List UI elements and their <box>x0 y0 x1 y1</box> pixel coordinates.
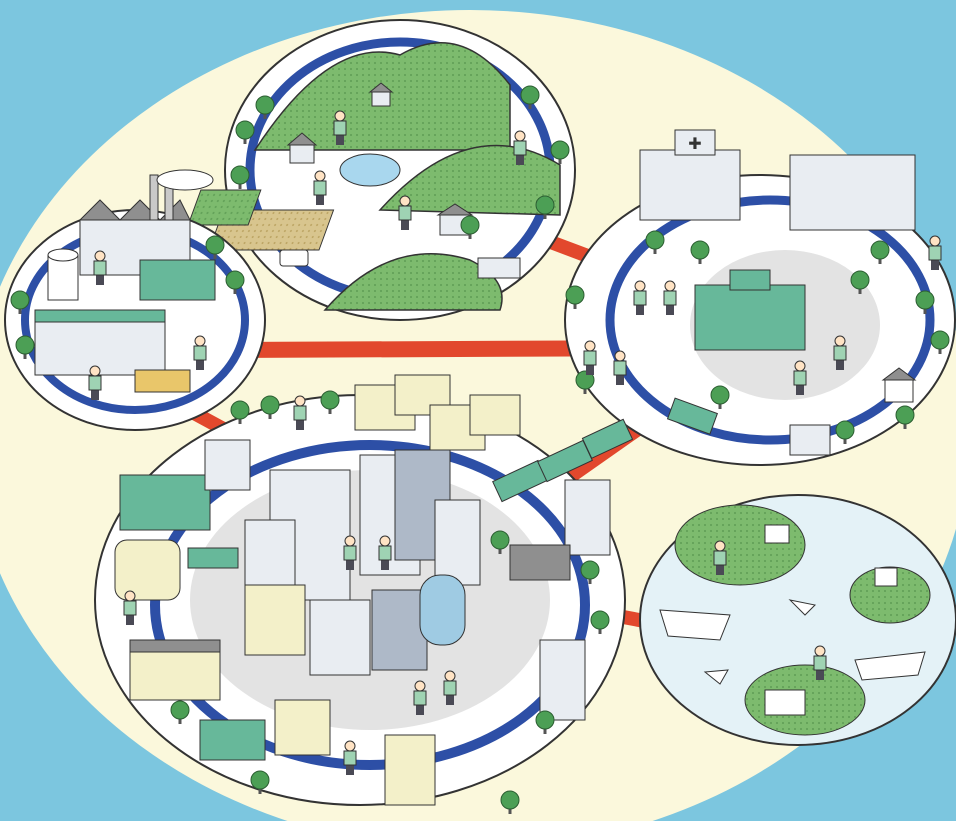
small-boat-2 <box>703 669 729 685</box>
school <box>694 269 806 351</box>
farm-house <box>286 132 318 164</box>
small-boat <box>788 599 817 616</box>
island-house-right <box>874 567 898 587</box>
people <box>88 110 942 775</box>
hospital: ✚ <box>639 129 741 221</box>
rural-car <box>279 249 309 267</box>
zone-rural-hills <box>187 19 576 321</box>
tree <box>225 270 245 294</box>
house-right <box>881 367 917 403</box>
person-figure <box>88 365 102 400</box>
residential-bus <box>666 397 719 435</box>
tree <box>850 270 870 294</box>
station-roof <box>509 544 571 581</box>
tree <box>870 240 890 264</box>
city-tram <box>187 547 239 569</box>
commuter-train <box>492 418 634 503</box>
person-figure <box>413 680 427 715</box>
tree <box>230 165 250 189</box>
tree <box>550 140 570 164</box>
person-figure <box>313 170 327 205</box>
tree <box>320 390 340 414</box>
hill-house <box>368 82 394 107</box>
tree <box>170 700 190 724</box>
island-house-top <box>764 524 790 544</box>
tree <box>235 120 255 144</box>
person-figure <box>123 590 137 625</box>
tree <box>255 95 275 119</box>
tree <box>915 290 935 314</box>
island-right <box>849 566 931 624</box>
person-figure <box>928 235 942 270</box>
tree <box>835 420 855 444</box>
warehouse-teal <box>139 259 216 301</box>
tree <box>535 195 555 219</box>
person-figure <box>583 340 597 375</box>
person-figure <box>613 350 627 385</box>
tree <box>15 335 35 359</box>
person-figure <box>193 335 207 370</box>
person-figure <box>793 360 807 395</box>
hill-right <box>378 144 561 216</box>
tree <box>500 790 520 814</box>
tree <box>895 405 915 429</box>
hill-bottom <box>323 253 503 311</box>
tree <box>535 710 555 734</box>
person-figure <box>713 540 727 575</box>
person-figure <box>513 130 527 165</box>
towers-right <box>274 479 611 806</box>
person-figure <box>378 535 392 570</box>
zone-city-center <box>94 374 634 806</box>
tree <box>205 235 225 259</box>
tree <box>460 215 480 239</box>
ferry-left <box>659 609 731 641</box>
tree <box>930 330 950 354</box>
tree <box>10 290 30 314</box>
apartments-north <box>354 374 521 451</box>
farm-field-green <box>187 189 262 226</box>
tree <box>260 395 280 419</box>
smoke-cloud <box>156 169 214 191</box>
tree <box>520 85 540 109</box>
ferry-right <box>854 651 926 681</box>
pond <box>339 153 401 187</box>
tree <box>590 610 610 634</box>
house-bottom <box>789 424 831 456</box>
island-top <box>674 504 806 586</box>
tree <box>645 230 665 254</box>
silo-tank <box>47 248 79 301</box>
svg-text:✚: ✚ <box>688 134 701 153</box>
island-house-bottom <box>764 689 806 716</box>
tree <box>230 400 250 424</box>
person-figure <box>813 645 827 680</box>
tree <box>575 370 595 394</box>
zone-residential-north: ✚ <box>564 129 956 466</box>
zone-islands <box>639 494 956 746</box>
tree <box>490 530 510 554</box>
person-figure <box>93 250 107 285</box>
tree <box>565 285 585 309</box>
person-figure <box>633 280 647 315</box>
tree <box>710 385 730 409</box>
mid-rise-left <box>114 439 251 601</box>
tree <box>250 770 270 794</box>
shopping-street <box>129 639 266 761</box>
person-figure <box>663 280 677 315</box>
person-figure <box>833 335 847 370</box>
person-figure <box>343 535 357 570</box>
person-figure <box>293 395 307 430</box>
rural-bus <box>477 257 521 279</box>
tree <box>690 240 710 264</box>
trees <box>10 85 950 814</box>
skyline <box>244 449 481 676</box>
person-figure <box>443 670 457 705</box>
tree <box>580 560 600 584</box>
freight-train <box>134 369 191 393</box>
person-figure <box>333 110 347 145</box>
apartment-block <box>789 154 916 231</box>
logistics-depot <box>34 309 166 376</box>
person-figure <box>398 195 412 230</box>
person-figure <box>343 740 357 775</box>
